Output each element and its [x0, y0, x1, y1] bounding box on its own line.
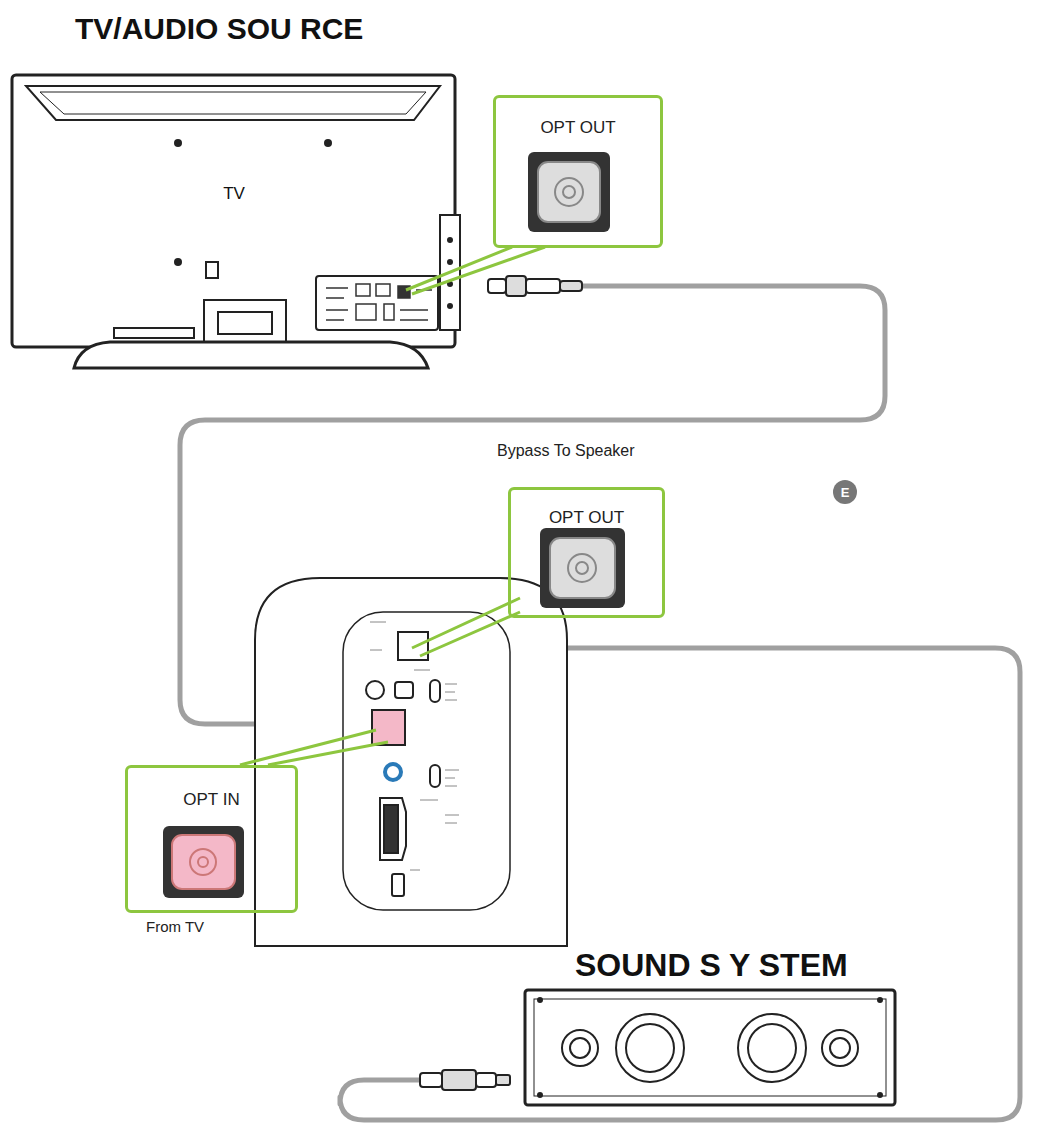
cable-note: Bypass To Speaker	[497, 442, 635, 460]
callout-box: OPT OUT	[508, 487, 665, 618]
receiver-markings	[370, 622, 459, 870]
receiver-drawing	[255, 578, 567, 946]
optical-port-icon	[528, 152, 610, 232]
sound-system: SOUND S Y STEM	[525, 990, 895, 1105]
node-label: OPT OUT	[496, 118, 660, 138]
optical-cable	[180, 286, 1020, 1120]
diagram-title: TV/AUDIO SOU RCE	[75, 12, 363, 46]
optical-port-icon	[540, 528, 625, 608]
node-label: OPT IN	[128, 790, 295, 810]
leader-line	[240, 247, 545, 765]
node-label: TV	[14, 184, 454, 204]
node-label: SOUND S Y STEM	[575, 947, 848, 984]
node-label: OPT OUT	[511, 508, 662, 528]
callout-badge	[833, 480, 857, 504]
callout-box: OPT INFrom TV	[125, 765, 298, 913]
soundbar-drawing	[525, 990, 895, 1105]
node-caption: From TV	[146, 918, 204, 935]
tv-details	[174, 139, 453, 309]
tv-port-panel	[326, 284, 432, 320]
tv-drawing	[12, 75, 460, 368]
tv-screen: TV	[14, 122, 454, 272]
optical-in-icon	[163, 826, 244, 898]
callout-letter: E	[841, 485, 850, 500]
callout-box: OPT OUT	[493, 95, 663, 248]
